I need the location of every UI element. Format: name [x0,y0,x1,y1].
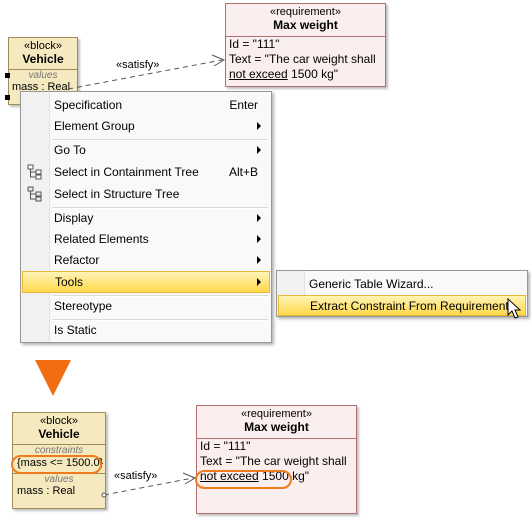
menu-item-go-to[interactable]: Go To [23,140,269,160]
requirement-text-underlined: not exceed [200,469,259,483]
satisfy-relation-top[interactable] [0,0,531,120]
transition-arrow-icon [35,360,71,396]
requirement-stereotype: «requirement» [241,408,312,420]
mouse-cursor-icon [507,298,522,319]
requirement-stereotype: «requirement» [270,6,341,18]
requirement-text-underlined: not exceed [229,67,288,81]
requirement-highlight-oval [195,470,292,489]
values-compartment-label: values [44,474,74,485]
tools-submenu: Generic Table Wizard... Extract Constrai… [276,270,528,317]
requirement-text-rest: kg" [288,469,310,483]
selection-handle[interactable] [5,73,10,78]
submenu-arrow-icon [257,235,261,243]
satisfy-relation-bottom[interactable] [0,400,531,519]
menu-item-stereotype[interactable]: Stereotype [54,299,113,313]
requirement-id: Id = "111" [200,439,251,453]
menu-item-generic-table-wizard[interactable]: Generic Table Wizard... [309,277,434,291]
menu-item-select-in-containment-tree[interactable]: Select in Containment Tree Alt+B [23,162,269,182]
constraint-highlight-oval [11,455,102,474]
menu-item-is-static[interactable]: Is Static [54,323,97,337]
structure-tree-icon [27,186,42,202]
submenu-arrow-icon [257,146,261,154]
submenu-arrow-icon [257,214,261,222]
context-menu: Specification Enter Element Group Go To … [20,91,272,343]
menu-item-element-group[interactable]: Element Group [23,116,269,136]
menu-item-select-in-structure-tree[interactable]: Select in Structure Tree [23,184,269,204]
block-stereotype: «block» [24,40,62,52]
block-stereotype: «block» [40,415,78,427]
submenu-arrow-icon [257,278,261,286]
satisfy-label-top: «satisfy» [116,59,160,71]
selection-handle[interactable] [5,95,10,100]
block-name: Vehicle [38,427,80,441]
menu-item-refactor[interactable]: Refactor [23,250,269,270]
block-name: Vehicle [22,52,64,66]
menu-item-tools[interactable]: Tools [22,271,270,293]
requirement-name: Max weight [273,18,338,32]
menu-item-specification[interactable]: Specification Enter [54,98,258,112]
constraints-compartment-label: constraints [34,445,84,456]
requirement-bottom[interactable]: «requirement» Max weight Id = "111" Text… [196,405,357,514]
requirement-text-rest: 1500 kg" [287,67,339,81]
requirement-text-line1: Text = "The car weight shall [200,454,347,468]
values-compartment-label: values [28,70,58,81]
menu-item-extract-constraint-from-requirement[interactable]: Extract Constraint From Requirement [278,295,526,316]
vehicle-block-bottom[interactable]: «block» Vehicle constraints {mass <= 150… [12,412,106,509]
submenu-arrow-icon [257,256,261,264]
menu-item-related-elements[interactable]: Related Elements [23,229,269,249]
requirement-top[interactable]: «requirement» Max weight Id = "111" Text… [225,3,386,87]
containment-tree-icon [27,164,42,180]
satisfy-label-bottom: «satisfy» [114,470,158,482]
block-property: mass : Real [17,485,76,497]
block-constraint: {mass <= 1500.0} [17,457,104,469]
requirement-text-line1: Text = "The car weight shall [229,52,376,66]
menu-item-display[interactable]: Display [23,208,269,228]
requirement-id: Id = "111" [229,37,280,51]
submenu-arrow-icon [257,122,261,130]
block-property: mass : Real [12,81,71,93]
requirement-name: Max weight [244,420,309,434]
